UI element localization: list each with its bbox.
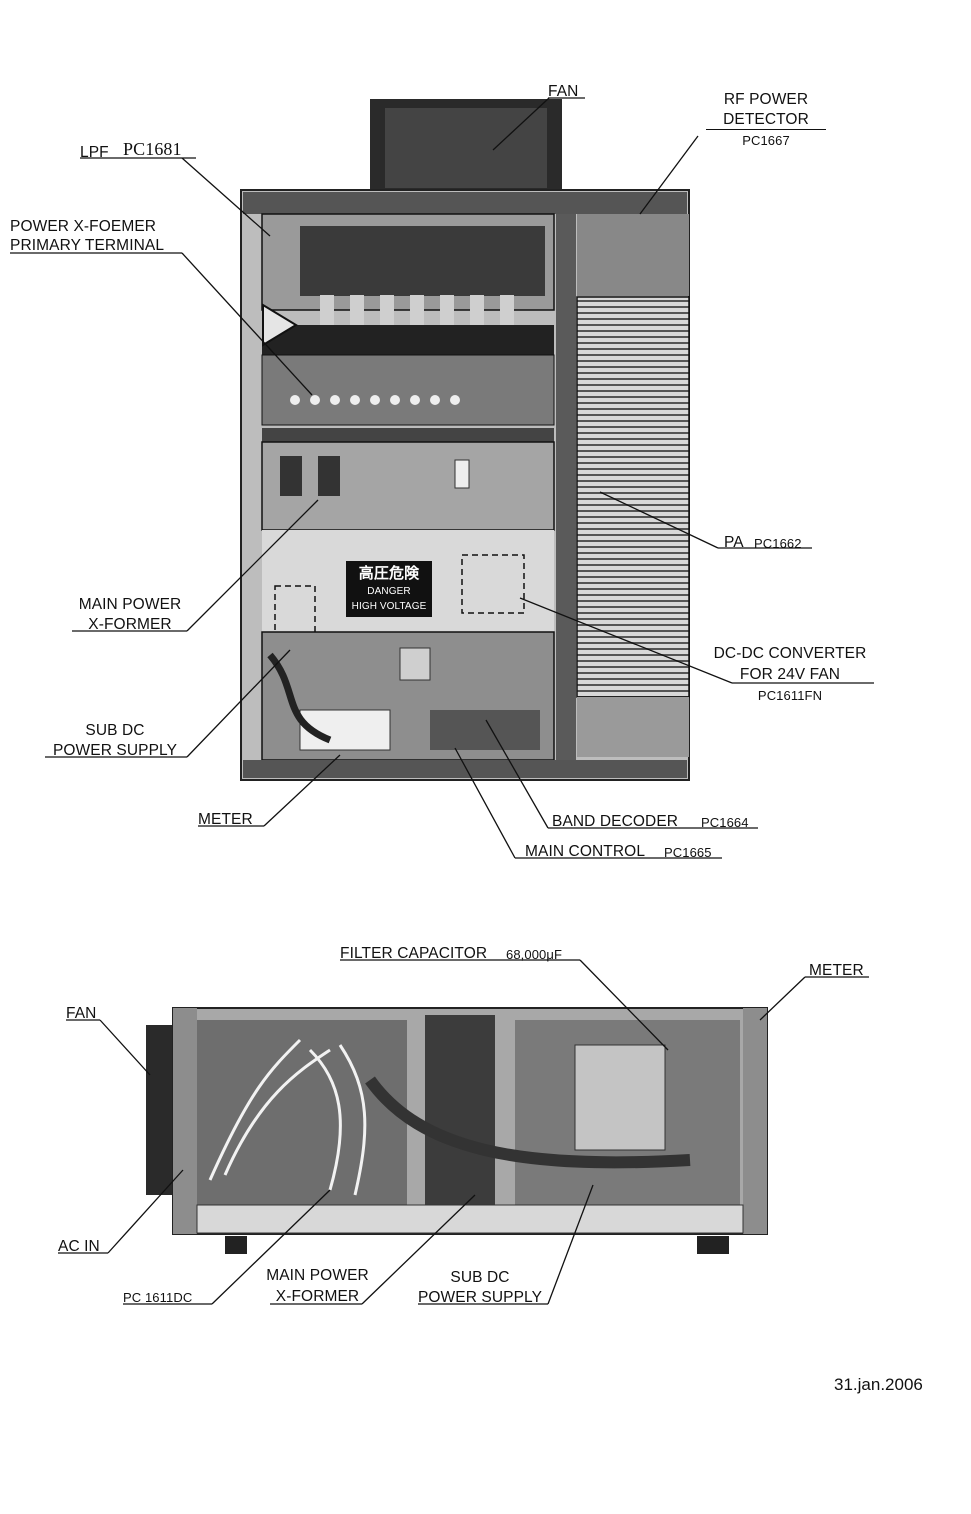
label-meter-bottom: METER — [809, 962, 864, 979]
label-pa: PA — [724, 534, 744, 551]
label-power-xfoemer-1: POWER X-FOEMER — [10, 218, 157, 235]
label-sub-dc-bot-1: SUB DC — [450, 1269, 510, 1286]
terminal-strip — [261, 354, 555, 426]
label-band-decoder-pc: PC1664 — [701, 815, 749, 830]
label-rf-power-1: RF POWER — [723, 91, 809, 108]
label-dcdc-2: FOR 24V FAN — [739, 666, 841, 683]
label-main-power-bot-2: X-FORMER — [275, 1288, 360, 1305]
pa-heatsink — [576, 296, 690, 698]
document-date: 31.jan.2006 — [834, 1375, 923, 1394]
label-filter-cap-val: 68,000μF — [506, 947, 562, 962]
label-lpf: LPF — [80, 144, 109, 161]
top-view-unit — [240, 99, 690, 781]
danger-sign — [346, 561, 432, 617]
label-lpf-pc: PC1681 — [123, 139, 182, 159]
label-main-power-top-2: X-FORMER — [88, 616, 172, 633]
label-band-decoder: BAND DECODER — [552, 813, 679, 830]
label-main-power-bot-1: MAIN POWER — [266, 1267, 369, 1284]
label-fan-top: FAN — [548, 83, 579, 100]
label-ac-in: AC IN — [58, 1238, 100, 1255]
label-main-control-pc: PC1665 — [664, 845, 712, 860]
label-sub-dc-top-1: SUB DC — [85, 722, 145, 739]
label-main-power-top-1: MAIN POWER — [78, 596, 182, 613]
label-sub-dc-top-2: POWER SUPPLY — [52, 742, 178, 759]
label-sub-dc-bot-2: POWER SUPPLY — [417, 1289, 543, 1306]
label-rf-power-pc: PC1667 — [742, 133, 790, 148]
main-transformer-box — [261, 441, 555, 531]
label-pc1611dc: PC 1611DC — [123, 1290, 193, 1305]
warning-triangle-icon — [262, 303, 298, 347]
side-view-unit — [146, 1007, 768, 1254]
label-main-control: MAIN CONTROL — [525, 843, 646, 860]
label-filter-cap: FILTER CAPACITOR — [340, 945, 488, 962]
fan-side — [146, 1025, 176, 1195]
label-rf-power-2: DETECTOR — [706, 112, 826, 130]
danger-sign-kanji: 高圧危険 — [358, 565, 420, 582]
danger-sign-high-voltage: HIGH VOLTAGE — [351, 601, 427, 612]
label-dcdc-1: DC-DC CONVERTER — [713, 645, 867, 662]
label-meter-top: METER — [198, 811, 253, 828]
label-power-xfoemer-2: PRIMARY TERMINAL — [10, 237, 165, 254]
label-dcdc-pc: PC1611FN — [757, 688, 823, 703]
label-pa-pc: PC1662 — [754, 536, 802, 551]
danger-sign-danger: DANGER — [367, 586, 411, 597]
label-fan-bottom: FAN — [66, 1005, 97, 1022]
